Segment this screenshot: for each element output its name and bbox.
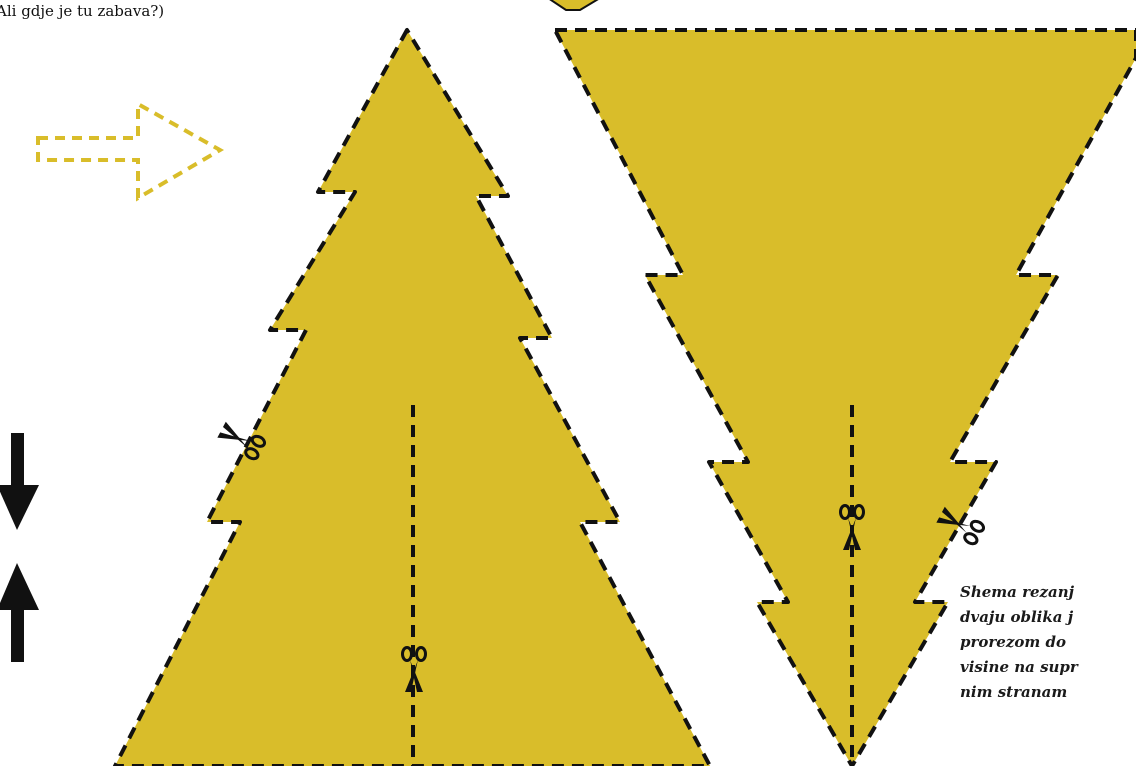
tree-tip: [548, 0, 600, 10]
caption-line: visine na supr: [960, 655, 1078, 680]
dashed-arrow-right-icon: [38, 104, 220, 198]
caption-line: prorezom do: [960, 630, 1078, 655]
caption: Shema rezanj dvaju oblika j prorezom do …: [960, 580, 1078, 705]
caption-line: Shema rezanj: [960, 580, 1078, 605]
arrow-up-icon: [0, 563, 39, 662]
caption-line: nim stranam: [960, 680, 1078, 705]
arrow-down-icon: [0, 433, 39, 530]
caption-line: dvaju oblika j: [960, 605, 1078, 630]
